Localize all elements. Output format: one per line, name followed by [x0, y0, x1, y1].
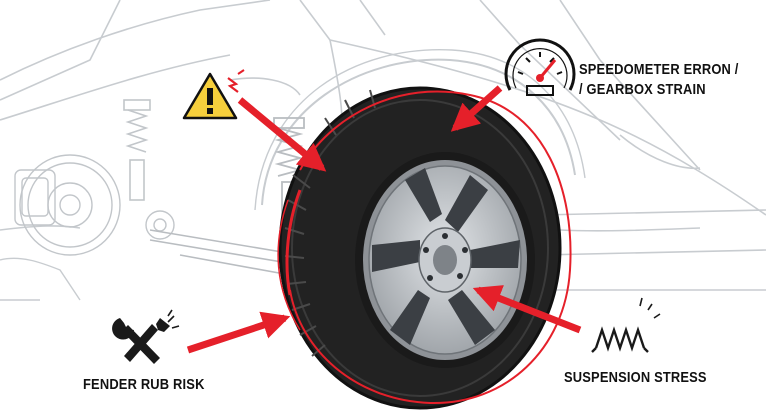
arrow-suspension [472, 285, 582, 334]
arrow-speedometer [450, 85, 503, 132]
brake-assembly [14, 154, 175, 256]
warning-icon [182, 69, 245, 120]
arrow-warning [237, 97, 327, 172]
wheel-arch [261, 58, 576, 206]
tire-highlight-outline [289, 90, 572, 405]
fender-rub-label: FENDER RUB RISK [83, 376, 205, 393]
speedometer-label-line1: SPEEDOMETER ERRON / [579, 61, 739, 78]
wheel-rim [368, 165, 522, 355]
wrench-icon [112, 309, 180, 364]
suspension-stress-label: SUSPENSION STRESS [564, 369, 707, 386]
arrow-fender [186, 311, 291, 354]
spring-icon [591, 297, 661, 353]
left-coil-spring [123, 99, 151, 201]
speedometer-label-line2: / GEARBOX STRAIN [579, 81, 706, 98]
annotation-arrows [186, 85, 582, 354]
speedometer-icon [504, 38, 576, 96]
